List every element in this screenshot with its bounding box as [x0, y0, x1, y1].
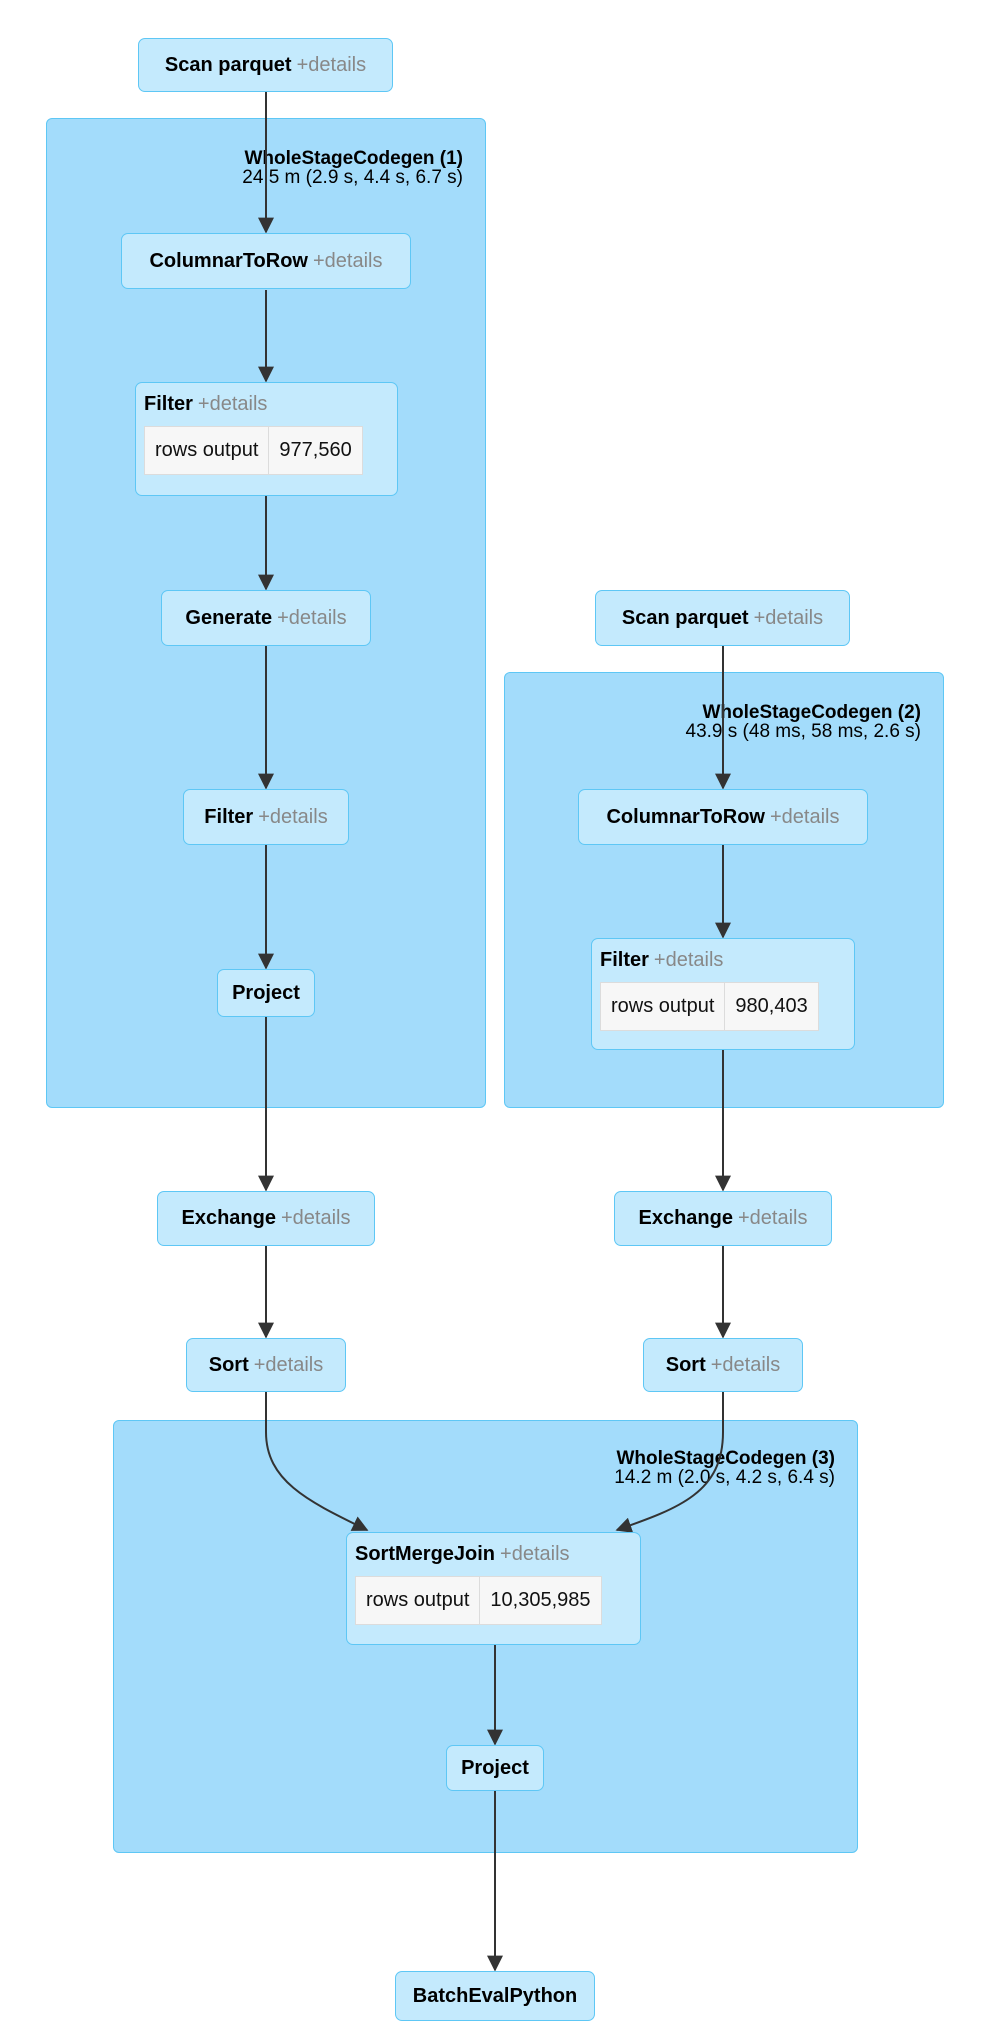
cluster-3-name: WholeStageCodegen (3): [616, 1448, 835, 1469]
details-toggle[interactable]: +details: [280, 1207, 351, 1229]
node-generate[interactable]: Generate+details: [161, 590, 371, 646]
cluster-1-metric: 24.5 m (2.9 s, 4.4 s, 6.7 s): [242, 167, 463, 188]
node-batchevalpython[interactable]: BatchEvalPython: [395, 1971, 595, 2021]
cluster-2-name: WholeStageCodegen (2): [702, 702, 921, 723]
cluster-3-metric: 14.2 m (2.0 s, 4.2 s, 6.4 s): [614, 1467, 835, 1488]
node-project-1[interactable]: Project: [217, 969, 315, 1017]
metric-value: 10,305,985: [479, 1576, 602, 1625]
edge-sort2-smj: [615, 1392, 724, 1533]
node-filter-1[interactable]: Filter+details rows output 977,560: [135, 382, 398, 496]
details-toggle[interactable]: +details: [258, 805, 328, 828]
cluster-2-metric: 43.9 s (48 ms, 58 ms, 2.6 s): [685, 721, 921, 742]
node-sortmergejoin[interactable]: SortMergeJoin+details rows output 10,305…: [346, 1532, 641, 1645]
node-scan-parquet-1[interactable]: Scan parquet+details: [138, 38, 393, 92]
node-scan-parquet-2[interactable]: Scan parquet+details: [595, 590, 850, 646]
details-toggle[interactable]: +details: [313, 249, 383, 272]
node-columnartorow-2[interactable]: ColumnarToRow+details: [578, 789, 868, 845]
metric-value: 980,403: [724, 982, 819, 1031]
metrics-table: rows output 977,560: [143, 426, 363, 475]
details-toggle[interactable]: +details: [500, 1543, 570, 1565]
details-toggle[interactable]: +details: [296, 53, 367, 76]
node-exchange-1[interactable]: Exchange+details: [157, 1191, 375, 1246]
metric-label: rows output: [143, 426, 270, 475]
cluster-1-name: WholeStageCodegen (1): [244, 148, 463, 169]
node-columnartorow-1[interactable]: ColumnarToRow+details: [121, 233, 411, 289]
node-sort-2[interactable]: Sort+details: [643, 1338, 803, 1392]
details-toggle[interactable]: +details: [770, 805, 840, 828]
metrics-table: rows output 10,305,985: [354, 1576, 602, 1625]
node-filter-2[interactable]: Filter+details: [183, 789, 349, 845]
details-toggle[interactable]: +details: [277, 606, 347, 629]
details-toggle[interactable]: +details: [737, 1207, 808, 1229]
details-toggle[interactable]: +details: [710, 1353, 781, 1376]
node-project-2[interactable]: Project: [446, 1745, 544, 1791]
edge-group: [258, 92, 731, 1972]
node-filter-3[interactable]: Filter+details rows output 980,403: [591, 938, 855, 1050]
metric-label: rows output: [599, 982, 726, 1031]
details-toggle[interactable]: +details: [197, 393, 268, 415]
metrics-table: rows output 980,403: [599, 982, 819, 1031]
edge-sort1-smj: [265, 1392, 369, 1531]
node-exchange-2[interactable]: Exchange+details: [614, 1191, 832, 1246]
details-toggle[interactable]: +details: [253, 1353, 324, 1376]
metric-label: rows output: [354, 1576, 481, 1625]
details-toggle[interactable]: +details: [653, 949, 724, 971]
node-sort-1[interactable]: Sort+details: [186, 1338, 346, 1392]
metric-value: 977,560: [268, 426, 363, 475]
details-toggle[interactable]: +details: [753, 606, 824, 629]
